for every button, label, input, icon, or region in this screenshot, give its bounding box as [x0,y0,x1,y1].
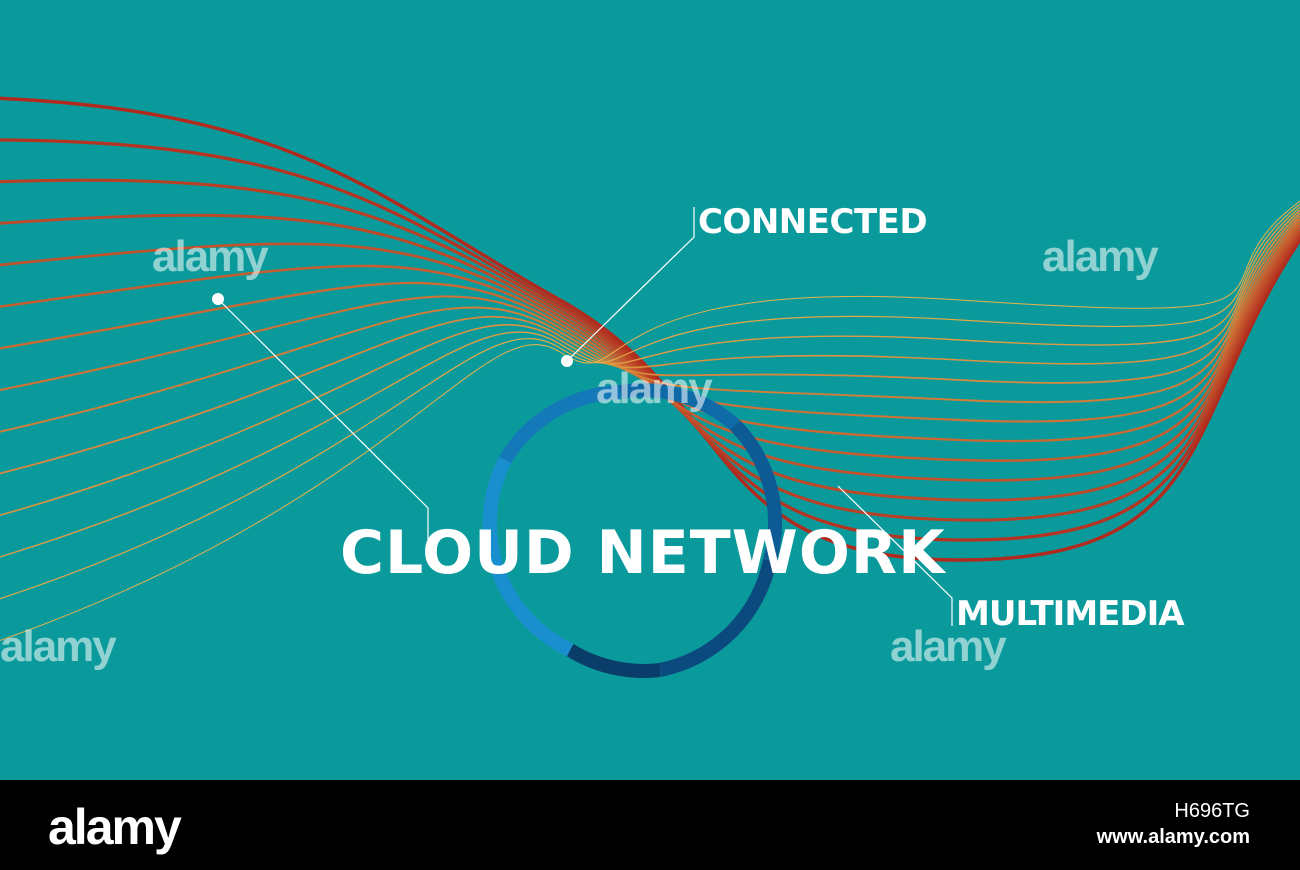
watermark: alamy [596,364,713,413]
footer-url: www.alamy.com [1096,826,1250,848]
wave-line [0,215,1300,433]
watermark: alamy [0,622,117,671]
wave-line [0,227,1300,482]
footer-logo: alamy [48,799,182,855]
wave-illustration [0,96,1300,678]
wave-lines [0,96,1300,641]
wave-line [0,96,1300,562]
wave-line [0,138,1300,542]
wave-line [0,213,1300,502]
wave-line [0,221,1300,443]
callout-line-multimedia [837,485,953,626]
ring-icon [482,383,782,678]
illustration-canvas: CONNECTED MULTIMEDIA CLOUD NETWORK alamy… [0,0,1300,780]
connected-label: CONNECTED [698,202,928,242]
watermark: alamy [1042,232,1159,281]
page-title: CLOUD NETWORK [340,518,946,588]
wave-line [0,203,1300,600]
wave-line [0,200,1300,641]
footer-bar: alamy H696TG www.alamy.com [0,780,1300,870]
wave-line [0,212,1300,475]
callout-dot-icon [212,293,224,305]
watermark: alamy [890,622,1007,671]
wave-line [0,224,1300,462]
image-id: H696TG [1174,800,1250,822]
watermark: alamy [152,232,269,281]
callout-lines [217,207,953,626]
callout-line-title [217,298,429,540]
wave-line [0,209,1300,516]
callout-dot-icon [561,355,573,367]
multimedia-label: MULTIMEDIA [956,594,1185,634]
wave-line [0,206,1300,558]
callout-line-connected [566,207,695,362]
wave-line [0,178,1300,522]
